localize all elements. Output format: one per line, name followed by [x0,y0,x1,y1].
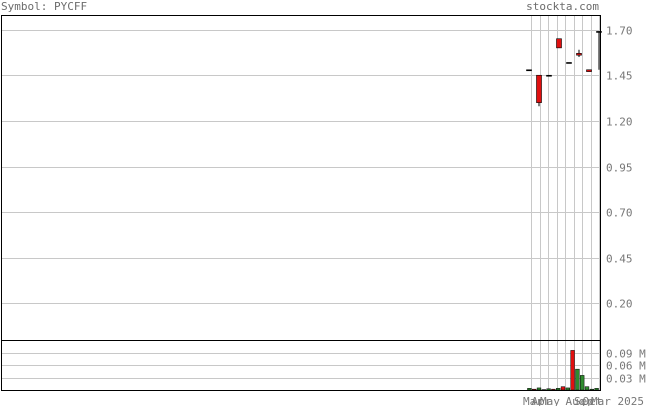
volume-bar [527,388,532,391]
x-tick-label: Mar [523,395,543,406]
site-label[interactable]: stockta.com [526,0,599,13]
volume-panel-frame [1,340,601,391]
volume-bar [594,388,599,391]
volume-bar [565,387,570,391]
candle-body [576,53,582,56]
volume-tick-label: 0.09 M [606,348,646,361]
candle-body [556,38,562,49]
candle-body [536,74,542,103]
price-tick-label: 1.20 [606,116,633,129]
price-tick-label: 0.20 [606,298,633,311]
volume-bar [536,387,542,391]
volume-bar [575,368,580,391]
price-tick-label: 0.95 [606,162,633,175]
price-panel-frame [1,15,601,341]
x-tick-label: Oct [583,395,603,406]
x-tick-label: Apr [532,395,552,406]
symbol-label: Symbol: PYCFF [1,0,88,13]
volume-tick-label: 0.03 M [606,373,646,386]
price-tick-label: 0.70 [606,207,633,220]
volume-bar [556,388,561,391]
x-tick-label: Aug [566,395,586,406]
candle-body [566,62,572,64]
price-tick-label: 1.70 [606,25,633,38]
volume-bar [551,388,556,391]
x-tick-label: Sep [574,395,594,406]
volume-bar [584,386,590,391]
price-tick-label: 1.45 [606,70,633,83]
x-tick-label: Mar 2025 [591,395,644,406]
volume-bar [546,388,551,391]
candle-body [596,31,602,33]
volume-bar [589,388,594,391]
price-tick-label: 0.45 [606,253,633,266]
candle-body [546,74,552,77]
volume-bar [580,375,585,391]
volume-bar [560,386,566,391]
volume-tick-label: 0.06 M [606,360,646,373]
x-tick-label: May [540,395,560,406]
candle-body [526,69,532,72]
candle-body [586,69,592,72]
volume-bar [570,350,575,391]
volume-bar [532,388,537,391]
